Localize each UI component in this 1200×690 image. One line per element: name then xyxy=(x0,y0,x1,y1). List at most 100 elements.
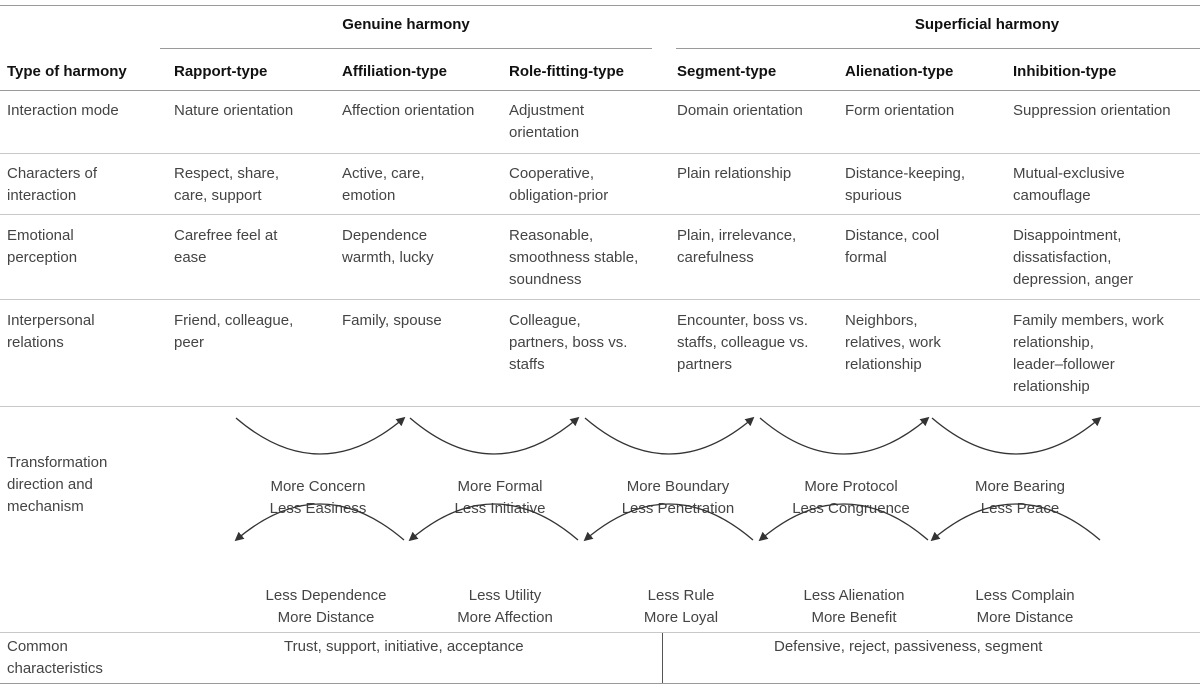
column-header: Alienation-type xyxy=(845,63,954,80)
table-cell: Domain orientation xyxy=(677,102,803,119)
row-rule xyxy=(0,406,1200,407)
table-cell: Disappointment, xyxy=(1013,227,1122,244)
table-cell: Reasonable, xyxy=(509,227,594,244)
column-header: Rapport-type xyxy=(174,63,268,80)
table-cell: Plain, irrelevance, xyxy=(677,227,797,244)
forward-arrow xyxy=(759,416,930,455)
table-cell: peer xyxy=(174,334,205,351)
table-cell: Nature orientation xyxy=(174,102,294,119)
table-cell: Friend, colleague, xyxy=(174,312,294,329)
forward-label: Less Peace xyxy=(980,500,1060,517)
table-cell: partners, boss vs. xyxy=(509,334,628,351)
row-label: Transformation xyxy=(7,454,108,471)
forward-label: More Concern xyxy=(270,478,366,495)
table-cell: Affection orientation xyxy=(342,102,475,119)
backward-arrow xyxy=(930,503,1101,542)
row-label: Common xyxy=(7,638,68,655)
backward-label: Less Dependence xyxy=(265,587,387,604)
table-cell: staffs, colleague vs. xyxy=(677,334,809,351)
table-cell: camouflage xyxy=(1013,187,1091,204)
group-header-genuine: Genuine harmony xyxy=(342,16,470,33)
forward-arrow xyxy=(584,416,755,455)
row-label: perception xyxy=(7,249,78,266)
table-cell: care, support xyxy=(174,187,262,204)
row-label: direction and xyxy=(7,476,93,493)
row-label: Emotional xyxy=(7,227,74,244)
common-genuine: Trust, support, initiative, acceptance xyxy=(284,638,524,655)
row-rule xyxy=(0,632,1200,633)
table-cell: obligation-prior xyxy=(509,187,609,204)
table-cell: Adjustment xyxy=(509,102,585,119)
backward-label: More Benefit xyxy=(811,609,897,626)
forward-arrow xyxy=(409,416,580,455)
table-cell: Family, spouse xyxy=(342,312,442,329)
table-cell: Plain relationship xyxy=(677,165,792,182)
table-cell: relatives, work xyxy=(845,334,941,351)
row-rule xyxy=(0,299,1200,300)
backward-label: Less Rule xyxy=(647,587,715,604)
table-cell: Carefree feel at xyxy=(174,227,278,244)
forward-arrow xyxy=(931,416,1102,455)
forward-label: Less Easiness xyxy=(269,500,367,517)
table-cell: Colleague, xyxy=(509,312,581,329)
backward-label: Less Utility xyxy=(468,587,542,604)
table-cell: smoothness stable, xyxy=(509,249,639,266)
table-cell: soundness xyxy=(509,271,582,288)
table-cell: Neighbors, xyxy=(845,312,918,329)
backward-label: More Loyal xyxy=(643,609,719,626)
column-header: Segment-type xyxy=(677,63,777,80)
forward-label: More Boundary xyxy=(626,478,730,495)
table-cell: Cooperative, xyxy=(509,165,595,182)
backward-label: Less Alienation xyxy=(803,587,905,604)
table-cell: Respect, share, xyxy=(174,165,280,182)
table-cell: leader–follower xyxy=(1013,356,1115,373)
table-cell: depression, anger xyxy=(1013,271,1134,288)
row-rule xyxy=(0,214,1200,215)
backward-label: More Affection xyxy=(457,609,553,626)
table-cell: dissatisfaction, xyxy=(1013,249,1112,266)
row-rule xyxy=(0,153,1200,154)
common-superficial: Defensive, reject, passiveness, segment xyxy=(774,638,1043,655)
table-cell: orientation xyxy=(509,124,580,141)
backward-arrow xyxy=(408,503,579,542)
genuine-group-rule xyxy=(160,48,652,49)
column-header: Role-fitting-type xyxy=(509,63,624,80)
table-cell: Distance-keeping, xyxy=(845,165,966,182)
superficial-group-rule xyxy=(676,48,1200,49)
forward-label: Less Initiative xyxy=(454,500,546,517)
row-label: relations xyxy=(7,334,64,351)
row-label: characteristics xyxy=(7,660,103,677)
forward-label: More Protocol xyxy=(804,478,898,495)
table-cell: relationship xyxy=(1013,378,1090,395)
table-cell: Dependence xyxy=(342,227,428,244)
top-rule xyxy=(0,5,1200,6)
backward-label: Less Complain xyxy=(975,587,1075,604)
table-cell: relationship xyxy=(845,356,922,373)
backward-label: More Distance xyxy=(277,609,375,626)
table-cell: Distance, cool xyxy=(845,227,940,244)
table-cell: staffs xyxy=(509,356,545,373)
backward-arrow xyxy=(758,503,929,542)
column-header: Affiliation-type xyxy=(342,63,447,80)
forward-label: More Formal xyxy=(457,478,543,495)
column-header: Inhibition-type xyxy=(1013,63,1117,80)
table-cell: relationship, xyxy=(1013,334,1094,351)
table-cell: Suppression orientation xyxy=(1013,102,1171,119)
bottom-rule xyxy=(0,683,1200,684)
row-label: Characters of xyxy=(7,165,98,182)
group-header-superficial: Superficial harmony xyxy=(914,16,1060,33)
backward-arrow xyxy=(234,503,405,542)
table-cell: Family members, work xyxy=(1013,312,1164,329)
forward-arrow xyxy=(235,416,406,455)
backward-arrow xyxy=(583,503,754,542)
table-cell: Mutual-exclusive xyxy=(1013,165,1125,182)
forward-label: Less Congruence xyxy=(792,500,910,517)
row-label: Interaction mode xyxy=(7,102,119,119)
row-label: Interpersonal xyxy=(7,312,95,329)
column-header: Type of harmony xyxy=(7,63,127,80)
row-label: mechanism xyxy=(7,498,84,515)
table-cell: ease xyxy=(174,249,207,266)
table-cell: Active, care, xyxy=(342,165,425,182)
common-divider xyxy=(662,633,663,683)
